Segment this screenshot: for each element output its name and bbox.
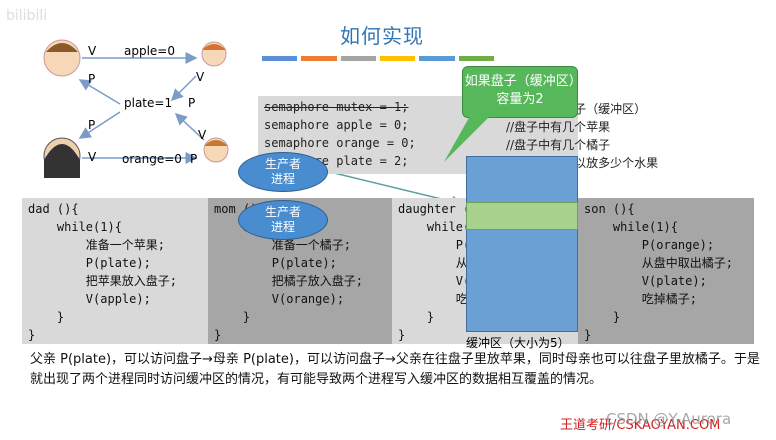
edge-daughter-plate xyxy=(170,75,197,102)
code-dad: dad (){ while(1){ 准备一个苹果; P(plate); 把苹果放… xyxy=(28,202,178,342)
sem-line-apple: semaphore apple = 0; xyxy=(264,118,409,132)
title-color-bar xyxy=(262,56,498,61)
buffer-caption: 缓冲区（大小为5） xyxy=(466,336,570,350)
code-panel-dad: dad (){ while(1){ 准备一个苹果; P(plate); 把苹果放… xyxy=(22,198,208,344)
edge-son-plate xyxy=(174,112,205,141)
code-son: son (){ while(1){ P(orange); 从盘中取出橘子; V(… xyxy=(584,202,734,342)
explanation-text: 父亲 P(plate)，可以访问盘子→母亲 P(plate)，可以访问盘子→父亲… xyxy=(30,352,760,387)
sem-comment-orange: //盘子中有几个橘子 xyxy=(506,138,611,152)
daughter-v-label: V xyxy=(196,70,205,84)
orange-semaphore-label: orange=0 xyxy=(122,152,182,166)
edge-plate-mom xyxy=(78,111,121,139)
color-bar-seg-4 xyxy=(379,56,416,61)
bilibili-logo: bilibili xyxy=(6,8,48,24)
color-bar-seg-6 xyxy=(458,56,494,61)
mom-v-label: V xyxy=(88,150,97,164)
producer-process-ellipse-2: 生产者 进程 xyxy=(238,200,328,240)
sem-line-orange: semaphore orange = 0; xyxy=(264,136,416,150)
color-bar-seg-2 xyxy=(301,56,337,61)
edge-plate-dad xyxy=(78,79,121,105)
color-bar-seg-3 xyxy=(340,56,376,61)
color-bar-seg-1 xyxy=(262,56,298,61)
csdn-watermark: CSDN @Y-Aurora xyxy=(606,410,732,428)
producer-process-ellipse-1: 生产者 进程 xyxy=(238,152,328,192)
mom-p-label: P xyxy=(88,118,96,132)
capacity-callout: 如果盘子（缓冲区）容量为2 xyxy=(462,66,578,118)
son-p-label: P xyxy=(190,152,198,166)
sem-comment-apple: //盘子中有几个苹果 xyxy=(506,120,611,134)
sem-line-mutex: semaphore mutex = 1; xyxy=(264,100,409,114)
son-v-label: V xyxy=(198,128,207,142)
dad-p-label: P xyxy=(88,72,96,86)
apple-semaphore-label: apple=0 xyxy=(124,44,175,58)
plate-semaphore-label: plate=1 xyxy=(124,96,173,110)
color-bar-seg-5 xyxy=(419,56,455,61)
buffer-filled-slot xyxy=(466,202,578,230)
dad-v-label: V xyxy=(88,44,97,58)
callout-tail xyxy=(444,116,490,162)
slide-title: 如何实现 xyxy=(340,24,424,48)
buffer-box xyxy=(466,156,578,332)
daughter-p-label: P xyxy=(188,96,196,110)
code-panel-son: son (){ while(1){ P(orange); 从盘中取出橘子; V(… xyxy=(578,198,754,344)
wangdao-watermark: 王道考研/CSKAOYAN.COM xyxy=(560,418,721,433)
